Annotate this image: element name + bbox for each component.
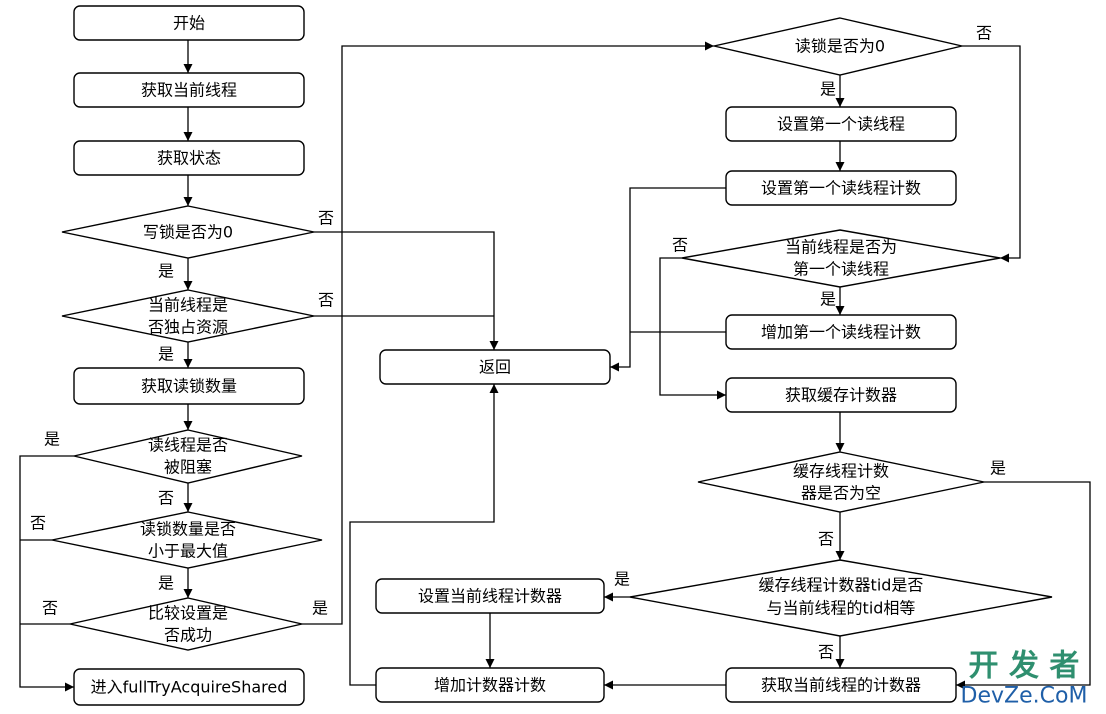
decision-read-lock-zero-label: 读锁是否为0 (795, 37, 885, 56)
edge-label-reader-blocked-no: 否 (158, 489, 174, 508)
edge-label-cached-counter-null-yes: 是 (990, 459, 1006, 478)
decision-exclusive-owner-line2: 否独占资源 (148, 318, 228, 337)
edge-label-reader-blocked-yes: 是 (44, 430, 60, 449)
edge-label-cas-success-yes: 是 (312, 599, 328, 618)
watermark-line1: 开 发 者 (969, 649, 1080, 684)
edge-label-read-lock-zero-no: 否 (976, 24, 992, 43)
connector-read-lock-no (962, 45, 1021, 263)
edge-label-cached-tid-match-no: 否 (818, 643, 834, 662)
decision-reader-blocked-line2: 被阻塞 (164, 458, 212, 477)
node-return-label: 返回 (479, 358, 511, 377)
watermark-logo: 开 发 者 DevZe.CoM (961, 649, 1088, 709)
node-enter-full-try-label: 进入fullTryAcquireShared (91, 678, 288, 697)
node-return: 返回 (379, 349, 611, 385)
node-get-current-thread-label: 获取当前线程 (141, 81, 237, 100)
node-inc-counter-label: 增加计数器计数 (434, 676, 546, 695)
node-get-read-count-label: 获取读锁数量 (141, 377, 237, 396)
connector-write-lock-no (314, 231, 499, 350)
node-get-current-counter-label: 获取当前线程的计数器 (761, 676, 921, 695)
connector-inc-to-return (349, 384, 499, 686)
node-set-current-counter: 设置当前线程计数器 (375, 578, 605, 614)
decision-cached-tid-match-line1: 缓存线程计数器tid是否 (759, 576, 924, 595)
decision-cas-success-line1: 比较设置是 (148, 604, 228, 623)
node-set-first-reader: 设置第一个读线程 (725, 106, 957, 142)
watermark-line2: DevZe.CoM (961, 684, 1088, 709)
edge-label-cached-tid-match-yes: 是 (614, 570, 630, 589)
decision-is-first-reader-line2: 第一个读线程 (793, 260, 889, 279)
decision-read-count-below-max-line2: 小于最大值 (148, 542, 228, 561)
decision-cas-success: 比较设置是 否成功 (69, 597, 303, 651)
decision-read-count-below-max: 读锁数量是否 小于最大值 (51, 511, 323, 569)
node-set-current-counter-label: 设置当前线程计数器 (418, 587, 562, 606)
node-get-current-counter: 获取当前线程的计数器 (725, 667, 957, 703)
node-get-current-thread: 获取当前线程 (73, 72, 305, 108)
connector-is-first-no (659, 257, 726, 400)
node-get-read-count: 获取读锁数量 (73, 367, 305, 405)
edge-label-is-first-reader-yes: 是 (820, 290, 836, 309)
decision-cached-counter-null-line2: 器是否为空 (801, 484, 881, 503)
decision-is-first-reader-line1: 当前线程是否为 (785, 238, 897, 257)
connector-null-yes (956, 481, 1091, 690)
decision-reader-blocked-line1: 读线程是否 (148, 436, 228, 455)
node-get-state-label: 获取状态 (157, 149, 221, 168)
edge-label-is-first-reader-no: 否 (672, 236, 688, 255)
edge-label-write-lock-zero-no: 否 (318, 209, 334, 228)
edge-label-read-count-below-max-yes: 是 (158, 574, 174, 593)
node-set-first-reader-label: 设置第一个读线程 (777, 115, 905, 134)
decision-write-lock-zero: 写锁是否为0 (61, 205, 315, 259)
decision-cached-counter-null: 缓存线程计数 器是否为空 (697, 451, 985, 513)
decision-read-count-below-max-line1: 读锁数量是否 (140, 520, 236, 539)
node-set-first-reader-count-label: 设置第一个读线程计数 (761, 179, 921, 198)
decision-cas-success-line2: 否成功 (164, 626, 212, 645)
edge-label-write-lock-zero-yes: 是 (158, 262, 174, 281)
edge-label-exclusive-owner-no: 否 (318, 291, 334, 310)
edge-label-cached-counter-null-no: 否 (818, 530, 834, 549)
node-inc-counter: 增加计数器计数 (375, 667, 605, 703)
decision-cached-tid-match: 缓存线程计数器tid是否 与当前线程的tid相等 (629, 559, 1053, 637)
node-get-cached-counter: 获取缓存计数器 (725, 377, 957, 413)
edge-label-exclusive-owner-yes: 是 (158, 345, 174, 364)
node-get-state: 获取状态 (73, 140, 305, 176)
edge-label-read-lock-zero-yes: 是 (820, 80, 836, 99)
decision-read-lock-zero: 读锁是否为0 (713, 17, 963, 76)
connector-first-count-to-return (610, 187, 726, 372)
node-start-label: 开始 (173, 14, 205, 33)
edge-label-cas-success-no: 否 (42, 599, 58, 618)
decision-exclusive-owner: 当前线程是 否独占资源 (61, 289, 315, 343)
node-inc-first-reader-count: 增加第一个读线程计数 (725, 314, 957, 350)
node-enter-full-try: 进入fullTryAcquireShared (73, 668, 305, 706)
node-start: 开始 (73, 5, 305, 41)
node-get-cached-counter-label: 获取缓存计数器 (785, 386, 897, 405)
decision-is-first-reader: 当前线程是否为 第一个读线程 (681, 229, 1001, 288)
edge-label-read-count-below-max-no: 否 (30, 514, 46, 533)
decision-write-lock-zero-label: 写锁是否为0 (143, 223, 233, 242)
node-set-first-reader-count: 设置第一个读线程计数 (725, 170, 957, 206)
decision-cached-tid-match-line2: 与当前线程的tid相等 (767, 599, 916, 618)
connector-cas-yes (302, 41, 714, 625)
node-inc-first-reader-count-label: 增加第一个读线程计数 (761, 323, 921, 342)
decision-exclusive-owner-line1: 当前线程是 (148, 296, 228, 315)
decision-cached-counter-null-line1: 缓存线程计数 (793, 462, 889, 481)
decision-reader-blocked: 读线程是否 被阻塞 (73, 429, 303, 484)
connector-blocked-yes (19, 455, 74, 692)
